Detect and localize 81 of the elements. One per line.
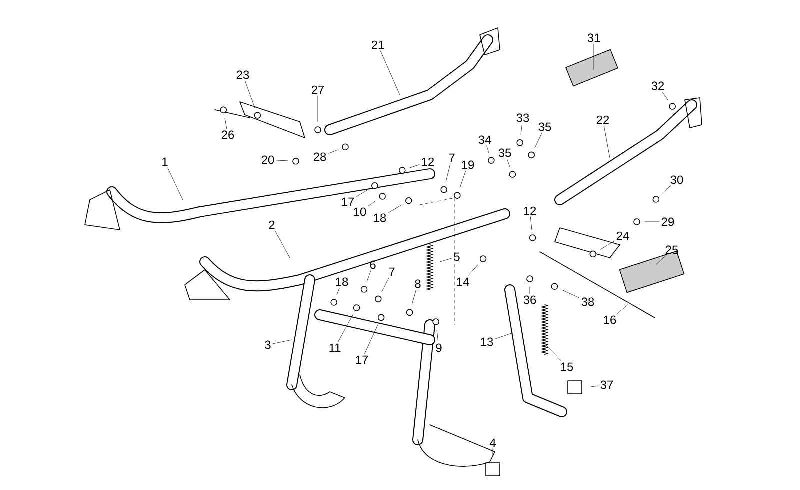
callout-number: 28 [314,152,326,162]
callout-number: 12 [422,158,434,166]
callout-number: 20 [262,156,274,164]
callout-number: 22 [596,116,610,124]
leader-line [446,164,451,182]
leader-line [328,150,338,154]
leader-line [562,290,580,298]
leader-line [590,386,599,388]
callout-number: 8 [415,280,421,288]
leader-line [224,118,228,130]
leader-line [276,160,288,162]
callout-number: 18 [374,214,386,222]
callout-number: 17 [356,356,368,364]
leader-line [366,270,372,282]
callout-number: 7 [449,154,455,162]
callout-number: 15 [561,362,574,372]
callout-number: 31 [588,34,600,42]
leader-line [460,170,466,188]
leader-line [368,200,376,206]
callout-number: 32 [652,82,664,90]
callout-number: 25 [666,246,678,254]
callout-number: 2 [269,220,275,230]
leader-line [380,50,400,96]
callout-number: 7 [389,268,395,276]
leader-line [662,92,668,100]
callout-number: 10 [354,208,366,216]
callout-number: 38 [582,298,594,306]
callout-number: 11 [330,344,341,352]
leader-line [546,344,562,362]
callout-number: 24 [616,232,630,240]
callout-number: 1 [162,158,168,166]
leader-line [520,124,522,136]
callout-number: 19 [462,160,474,170]
callout-number: 5 [454,252,460,262]
callout-number: 35 [538,122,552,132]
leader-line [356,190,368,198]
callout-number: 13 [481,338,494,346]
leader-line [336,288,340,296]
callout-number: 21 [372,40,384,50]
callout-number: 27 [312,86,324,94]
leader-line [534,132,542,148]
leader-line [168,168,184,200]
leader-line [244,80,256,108]
leader-line [530,216,532,230]
callout-number: 33 [516,114,530,122]
callout-number: 26 [222,130,234,140]
callout-number: 36 [524,296,536,304]
callout-number: 34 [478,136,492,144]
leader-line [506,158,510,168]
leader-line [440,258,452,262]
leader-line [410,164,420,168]
callout-number: 37 [600,380,614,390]
callout-number: 3 [265,340,271,350]
leader-line [600,240,615,250]
callout-number: 9 [436,344,442,352]
leader-line [486,146,490,154]
leader-line [412,290,416,306]
callout-number: 4 [490,438,496,448]
leader-line [275,230,290,258]
leader-line [436,330,439,342]
callout-number: 17 [342,198,354,206]
leader-line [382,278,390,292]
leader-line [364,324,378,354]
leader-line [338,314,354,342]
leader-line [604,126,610,158]
leader-line [272,340,292,344]
leader-line [656,256,666,266]
leader-line [468,264,478,276]
callout-number: 16 [604,316,616,324]
callout-number: 29 [662,218,674,226]
callout-number: 35 [498,148,512,158]
callout-number: 18 [336,278,348,286]
leader-line [616,304,628,314]
leader-line [492,448,494,456]
leader-line [388,204,402,214]
leader-line [495,332,514,340]
leader-line [662,186,671,194]
callout-number: 23 [236,70,250,80]
callout-number: 30 [670,176,684,184]
callout-number: 12 [524,206,536,216]
callout-number: 14 [457,278,470,286]
